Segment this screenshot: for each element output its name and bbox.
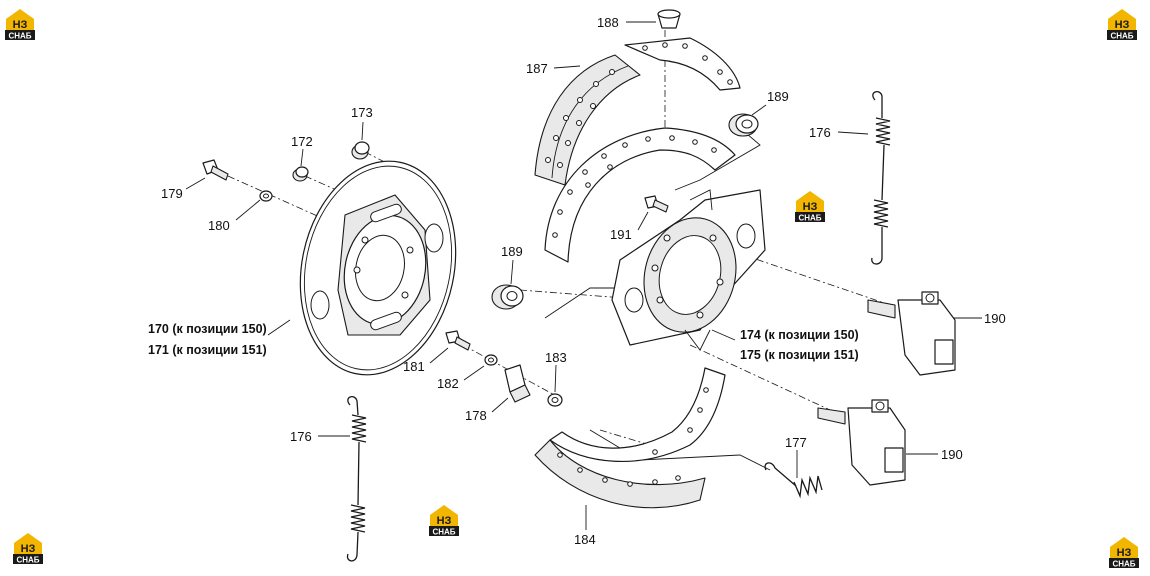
brake-housing bbox=[611, 189, 766, 351]
label-190-upper: 190 bbox=[984, 311, 1006, 326]
plug-188 bbox=[657, 9, 681, 29]
logo-mark-text: НЗ bbox=[437, 515, 452, 527]
label-191: 191 bbox=[610, 227, 632, 242]
brake-shoe-184 bbox=[534, 367, 726, 509]
logo-bottom-right: НЗ СНАБ bbox=[1109, 537, 1139, 569]
logo-word-text: СНАБ bbox=[1110, 32, 1133, 41]
bearing-189-upper bbox=[728, 113, 759, 137]
label-171: 171 (к позиции 151) bbox=[148, 343, 267, 357]
label-176-left: 176 bbox=[290, 429, 312, 444]
label-189-upper: 189 bbox=[767, 89, 789, 104]
plug-173 bbox=[351, 141, 370, 160]
brake-shoe-upper bbox=[544, 127, 736, 263]
bolt-181 bbox=[445, 330, 471, 351]
logo-word-text: СНАБ bbox=[1112, 560, 1135, 569]
label-182: 182 bbox=[437, 376, 459, 391]
logo-word-text: СНАБ bbox=[8, 32, 31, 41]
label-187: 187 bbox=[526, 61, 548, 76]
label-188: 188 bbox=[597, 15, 619, 30]
label-179: 179 bbox=[161, 186, 183, 201]
logo-bottom-center: НЗ СНАБ bbox=[429, 505, 459, 537]
label-190-lower: 190 bbox=[941, 447, 963, 462]
logo-top-right: НЗ СНАБ bbox=[1107, 9, 1137, 41]
logo-mark-text: НЗ bbox=[13, 19, 28, 31]
logo-mark-text: НЗ bbox=[21, 543, 36, 555]
label-181: 181 bbox=[403, 359, 425, 374]
wheel-cylinder-190-lower bbox=[817, 399, 906, 486]
logo-word-text: СНАБ bbox=[432, 528, 455, 537]
spring-177 bbox=[764, 462, 823, 499]
label-174: 174 (к позиции 150) bbox=[740, 328, 859, 342]
label-170: 170 (к позиции 150) bbox=[148, 322, 267, 336]
label-175: 175 (к позиции 151) bbox=[740, 348, 859, 362]
logo-word-text: СНАБ bbox=[16, 556, 39, 565]
washer-182 bbox=[484, 354, 498, 366]
label-180: 180 bbox=[208, 218, 230, 233]
washer-183 bbox=[547, 393, 563, 407]
spring-176-right bbox=[871, 91, 891, 265]
plug-172 bbox=[292, 166, 309, 182]
leader-lines bbox=[185, 21, 982, 530]
label-178: 178 bbox=[465, 408, 487, 423]
backing-plate bbox=[299, 160, 457, 376]
bracket-178 bbox=[504, 364, 531, 403]
brake-lining-upper-right bbox=[624, 37, 741, 91]
bolt-191 bbox=[644, 195, 669, 213]
label-177: 177 bbox=[785, 435, 807, 450]
logo-mark-text: НЗ bbox=[1117, 547, 1132, 559]
logo-bottom-left: НЗ СНАБ bbox=[13, 533, 43, 565]
label-176-right: 176 bbox=[809, 125, 831, 140]
label-184: 184 bbox=[574, 532, 596, 547]
logo-mark-text: НЗ bbox=[1115, 19, 1130, 31]
label-172: 172 bbox=[291, 134, 313, 149]
logo-word-text: СНАБ bbox=[798, 214, 821, 223]
label-189-lower: 189 bbox=[501, 244, 523, 259]
label-183: 183 bbox=[545, 350, 567, 365]
bearing-189-lower bbox=[491, 284, 524, 310]
brake-lining-187 bbox=[534, 54, 641, 186]
bolt-179 bbox=[202, 159, 229, 181]
part-labels: 188 187 189 176 173 172 179 180 191 189 … bbox=[148, 15, 1006, 547]
washer-180 bbox=[259, 190, 273, 202]
logo-top-left: НЗ СНАБ bbox=[5, 9, 35, 41]
wheel-cylinder-190-upper bbox=[867, 291, 956, 376]
logo-mark-text: НЗ bbox=[803, 201, 818, 213]
label-173: 173 bbox=[351, 105, 373, 120]
logo-center: НЗ СНАБ bbox=[795, 191, 825, 223]
spring-176-left bbox=[346, 396, 367, 562]
